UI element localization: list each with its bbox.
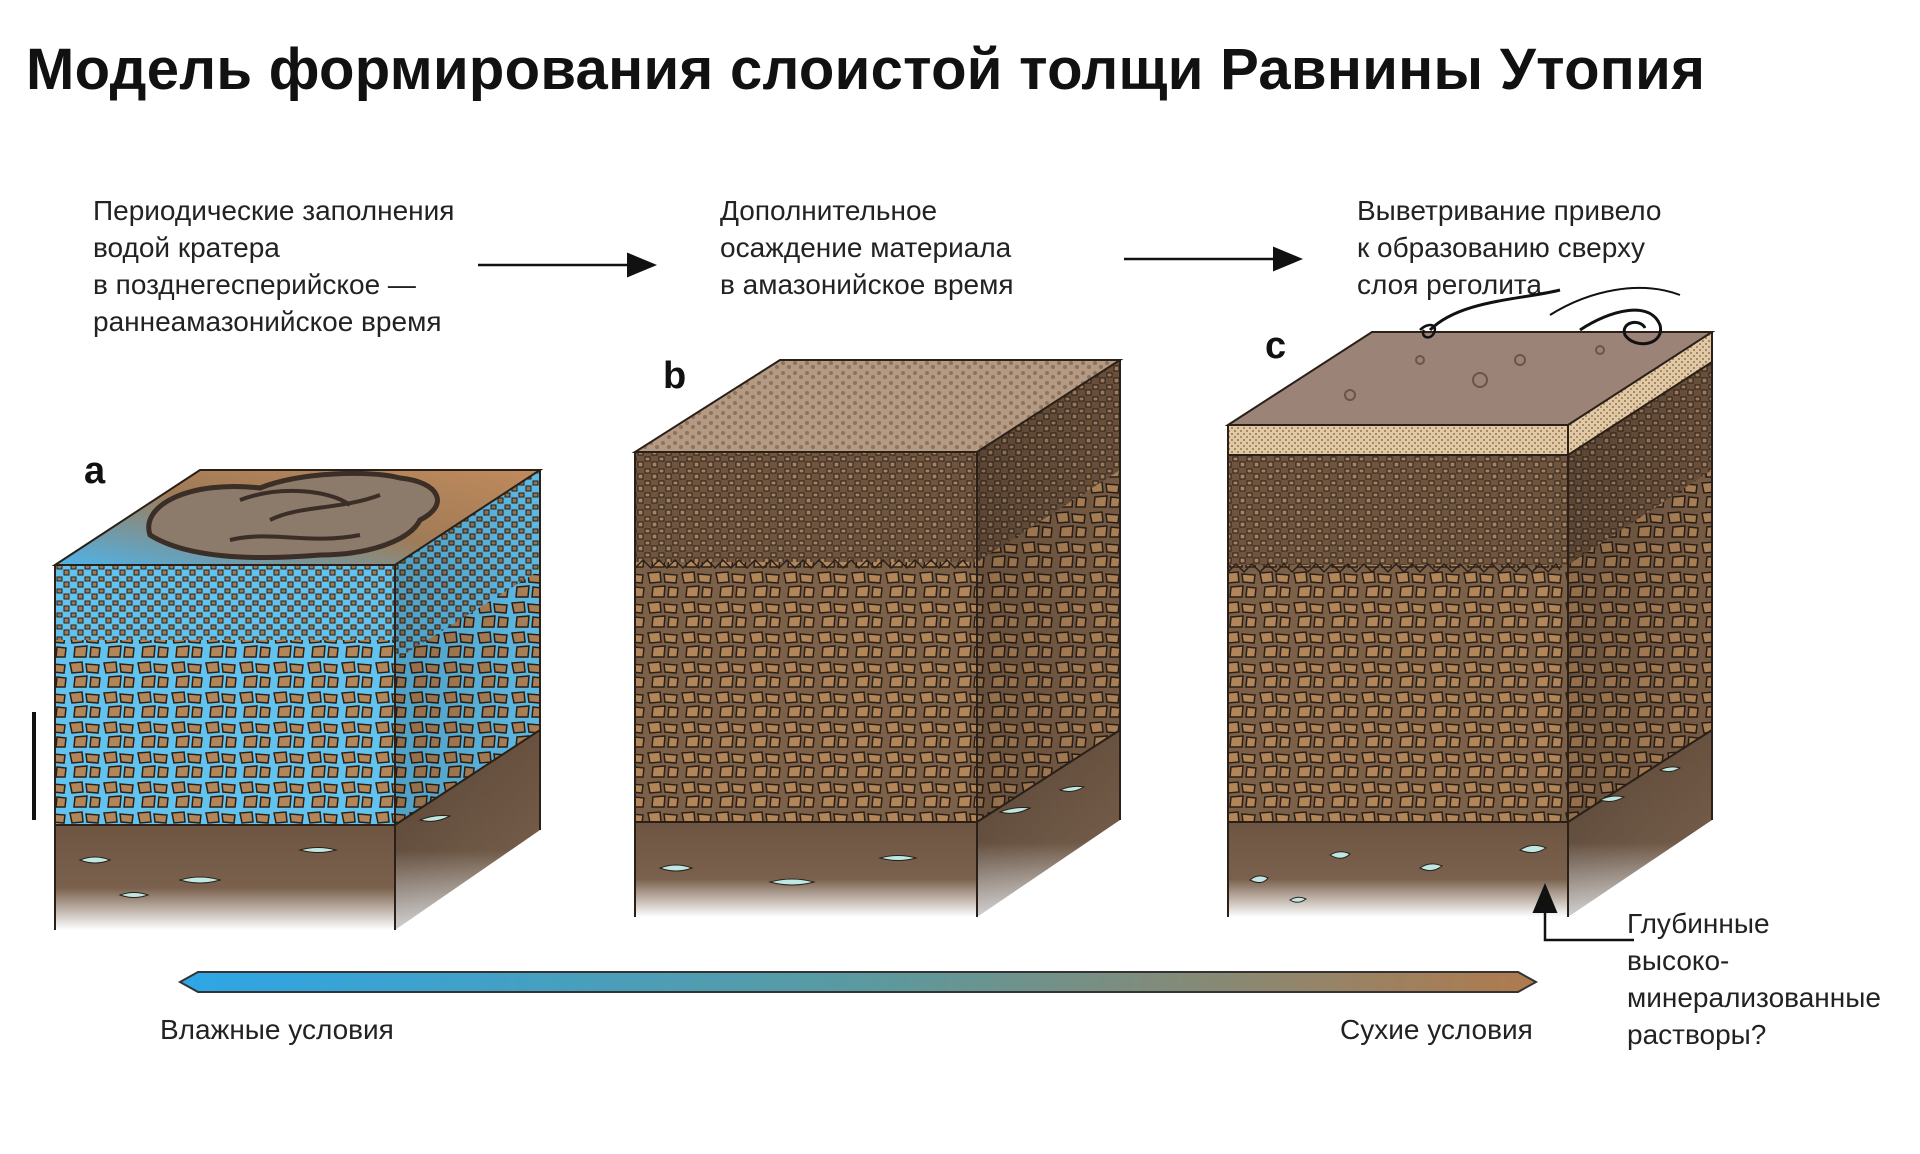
wet-dry-gradient-bar	[177, 971, 1539, 993]
dry-conditions-label: Сухие условия	[1340, 1014, 1533, 1045]
caption-a-line-2: водой кратера	[93, 232, 280, 263]
caption-c-line-2: к образованию сверху	[1357, 232, 1645, 263]
caption-c-line-3: слоя реголита	[1357, 269, 1542, 300]
brine-callout-arrow	[1532, 883, 1634, 942]
caption-a-line-3: в позднегесперийское —	[93, 269, 416, 300]
panel-label-a: a	[84, 450, 106, 492]
block-b	[631, 359, 1124, 917]
caption-c-line-1: Выветривание привело	[1357, 195, 1662, 226]
callout-line-1: Глубинные	[1627, 908, 1770, 939]
callout-line-4: растворы?	[1627, 1019, 1767, 1050]
caption-b-line-3: в амазонийское время	[720, 269, 1014, 300]
caption-stage-c: Выветривание привело к образованию сверх…	[1357, 192, 1661, 303]
caption-b-line-2: осаждение материала	[720, 232, 1012, 263]
diagram-title: Модель формирования слоистой толщи Равни…	[26, 37, 1706, 102]
caption-b-line-1: Дополнительное	[720, 195, 938, 226]
caption-a-line-4: раннеамазонийское время	[93, 306, 442, 337]
caption-stage-a: Периодические заполнения водой кратера в…	[93, 192, 454, 340]
block-a	[51, 469, 544, 930]
panel-label-b: b	[663, 355, 687, 397]
brine-callout-text: Глубинные высоко- минерализованные раств…	[1627, 905, 1881, 1053]
wet-conditions-label: Влажные условия	[160, 1014, 394, 1045]
panel-label-c: c	[1265, 325, 1287, 367]
callout-line-2: высоко-	[1627, 945, 1730, 976]
callout-line-3: минерализованные	[1627, 982, 1881, 1013]
block-c	[1224, 286, 1716, 917]
caption-stage-b: Дополнительное осаждение материала в ама…	[720, 192, 1014, 303]
caption-a-line-1: Периодические заполнения	[93, 195, 455, 226]
